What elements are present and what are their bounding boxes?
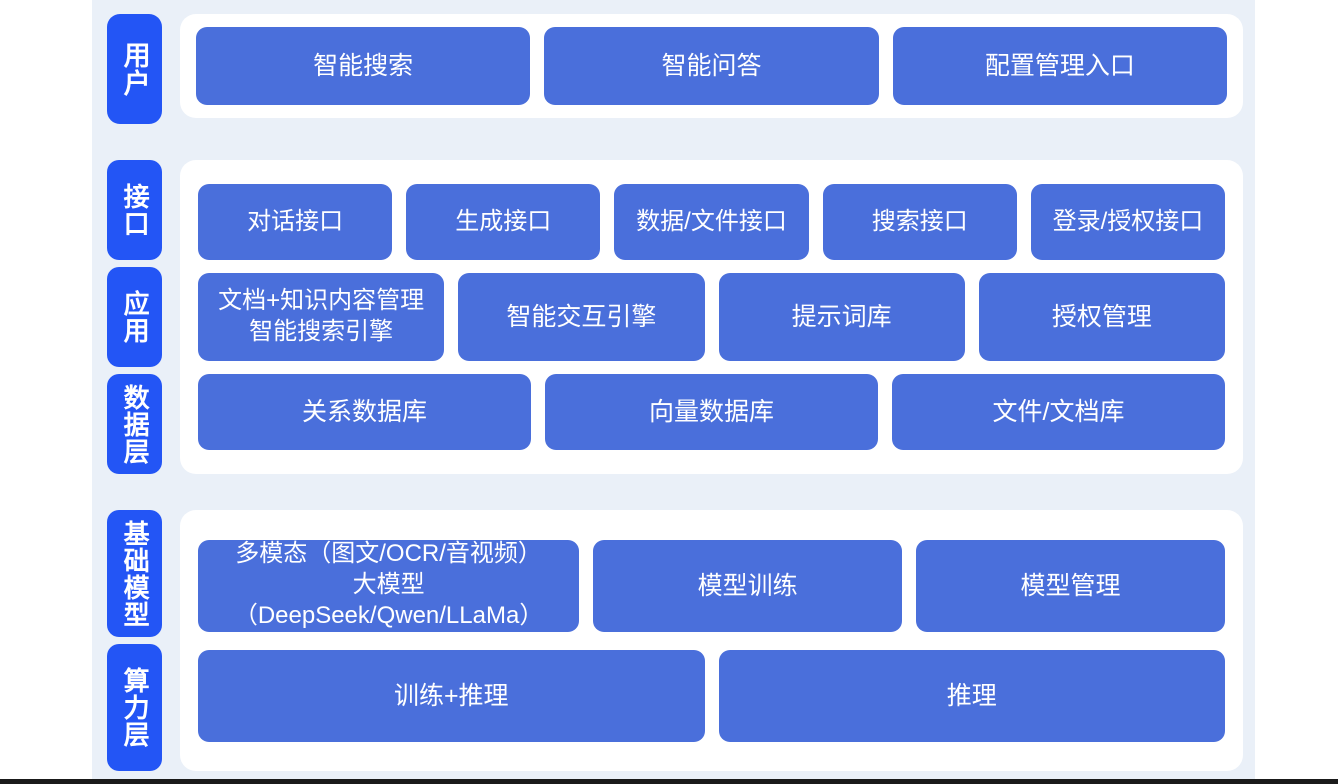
- card-data-file-interface[interactable]: 数据/文件接口: [614, 184, 809, 260]
- layer-label-compute[interactable]: 算力层: [107, 644, 162, 771]
- card-generation-interface[interactable]: 生成接口: [406, 184, 601, 260]
- card-config-management-entry[interactable]: 配置管理入口: [892, 27, 1227, 105]
- layer-label-interface[interactable]: 接口: [107, 160, 162, 260]
- bottom-rule: [0, 779, 1338, 784]
- row-compute: 训练+推理 推理: [198, 649, 1225, 742]
- card-dialog-interface[interactable]: 对话接口: [198, 184, 393, 260]
- band-bottom-panel: 多模态（图文/OCR/音视频） 大模型（DeepSeek/Qwen/LLaMa）…: [180, 510, 1243, 771]
- layer-label-data[interactable]: 数据层: [107, 374, 162, 474]
- card-model-training[interactable]: 模型训练: [593, 539, 903, 632]
- row-data: 关系数据库 向量数据库 文件/文档库: [198, 374, 1225, 450]
- band-middle-panel: 对话接口 生成接口 数据/文件接口 搜索接口 登录/授权接口 文档+知识内容管理…: [180, 160, 1243, 474]
- card-inference[interactable]: 推理: [718, 649, 1225, 742]
- card-login-auth-interface[interactable]: 登录/授权接口: [1030, 184, 1226, 260]
- card-model-management[interactable]: 模型管理: [916, 539, 1225, 632]
- card-intelligent-qa[interactable]: 智能问答: [544, 27, 879, 105]
- band-bottom: 基础模型 算力层 多模态（图文/OCR/音视频） 大模型（DeepSeek/Qw…: [92, 502, 1255, 779]
- row-interface: 对话接口 生成接口 数据/文件接口 搜索接口 登录/授权接口: [198, 184, 1226, 260]
- card-prompt-library[interactable]: 提示词库: [718, 273, 965, 361]
- band-user-label-column: 用户: [92, 6, 162, 132]
- card-relational-database[interactable]: 关系数据库: [198, 374, 531, 450]
- layer-label-application[interactable]: 应用: [107, 267, 162, 367]
- band-middle: 接口 应用 数据层 对话接口 生成接口 数据/文件接口 搜索接口 登录/授权接口…: [92, 152, 1255, 482]
- band-bottom-label-column: 基础模型 算力层: [92, 502, 162, 779]
- row-application: 文档+知识内容管理 智能搜索引擎 智能交互引擎 提示词库 授权管理: [198, 273, 1225, 361]
- card-intelligent-search[interactable]: 智能搜索: [196, 27, 531, 105]
- band-user: 用户 智能搜索 智能问答 配置管理入口: [92, 6, 1255, 132]
- card-file-document-store[interactable]: 文件/文档库: [892, 374, 1225, 450]
- card-vector-database[interactable]: 向量数据库: [545, 374, 878, 450]
- band-user-panel: 智能搜索 智能问答 配置管理入口: [180, 14, 1243, 118]
- card-training-and-inference[interactable]: 训练+推理: [198, 649, 705, 742]
- band-middle-label-column: 接口 应用 数据层: [92, 152, 162, 482]
- layer-label-user[interactable]: 用户: [107, 14, 162, 124]
- row-base-model: 多模态（图文/OCR/音视频） 大模型（DeepSeek/Qwen/LLaMa）…: [198, 539, 1225, 632]
- layer-label-base-model[interactable]: 基础模型: [107, 510, 162, 637]
- card-doc-knowledge-management[interactable]: 文档+知识内容管理 智能搜索引擎: [198, 273, 445, 361]
- card-multimodal-large-model[interactable]: 多模态（图文/OCR/音视频） 大模型（DeepSeek/Qwen/LLaMa）: [198, 539, 580, 632]
- row-user-entries: 智能搜索 智能问答 配置管理入口: [196, 27, 1227, 105]
- card-search-interface[interactable]: 搜索接口: [822, 184, 1017, 260]
- card-intelligent-interaction-engine[interactable]: 智能交互引擎: [458, 273, 705, 361]
- card-authorization-management[interactable]: 授权管理: [978, 273, 1225, 361]
